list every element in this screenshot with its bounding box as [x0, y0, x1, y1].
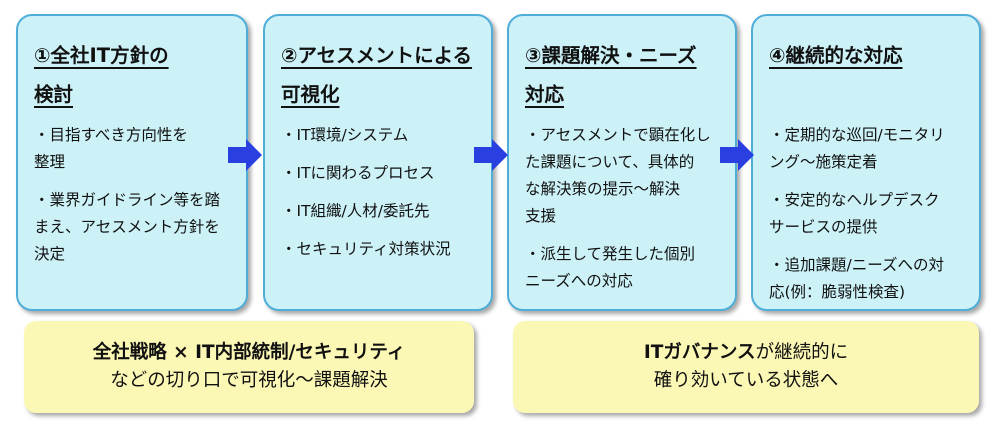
- step-box-3: ③課題解決・ニーズ対応 ・アセスメントで顕在化した課題について、具体的な解決策の…: [507, 14, 737, 311]
- step-title: ③課題解決・ニーズ対応: [525, 44, 697, 106]
- list-item: ・安定的なヘルプデスクサービスの提供: [769, 191, 940, 236]
- list-item: ・IT組織/人材/委託先: [281, 202, 430, 220]
- note-line: ITガバナンスが継続的に: [643, 342, 849, 363]
- list-item: ・業界ガイドライン等を踏まえ、アセスメント方針を決定: [34, 191, 221, 263]
- note-line: 確り効いている状態へ: [653, 370, 839, 391]
- note-line: などの切り口で可視化～課題解決: [110, 370, 388, 391]
- list-item: ・セキュリティ対策状況: [281, 240, 451, 258]
- note-bold-line: 全社戦略 × IT内部統制/セキュリティ: [92, 342, 406, 363]
- summary-note-left: 全社戦略 × IT内部統制/セキュリティ などの切り口で可視化～課題解決: [24, 321, 474, 413]
- step-box-4: ④継続的な対応 ・定期的な巡回/モニタリング～施策定着 ・安定的なヘルプデスクサ…: [751, 14, 981, 311]
- step-box-1: ①全社IT方針の検討 ・目指すべき方向性を整理 ・業界ガイドライン等を踏まえ、ア…: [16, 14, 248, 311]
- step-title: ④継続的な対応: [769, 44, 903, 67]
- step-title: ①全社IT方針の検討: [34, 44, 169, 106]
- list-item: ・IT環境/システム: [281, 126, 409, 144]
- step-title: ②アセスメントによる可視化: [281, 44, 473, 106]
- list-item: ・ITに関わるプロセス: [281, 164, 435, 182]
- list-item: ・アセスメントで顕在化した課題について、具体的な解決策の提示～解決支援: [525, 126, 711, 225]
- right-arrow-icon: [474, 139, 508, 171]
- right-arrow-icon: [228, 139, 262, 171]
- summary-note-right: ITガバナンスが継続的に 確り効いている状態へ: [513, 321, 979, 413]
- list-item: ・定期的な巡回/モニタリング～施策定着: [769, 126, 945, 171]
- list-item: ・追加課題/ニーズへの対応(例：脆弱性検査): [769, 256, 944, 301]
- step-box-2: ②アセスメントによる可視化 ・IT環境/システム ・ITに関わるプロセス ・IT…: [263, 14, 493, 311]
- right-arrow-icon: [720, 139, 754, 171]
- list-item: ・派生して発生した個別ニーズへの対応: [525, 245, 696, 290]
- list-item: ・目指すべき方向性を整理: [34, 126, 188, 171]
